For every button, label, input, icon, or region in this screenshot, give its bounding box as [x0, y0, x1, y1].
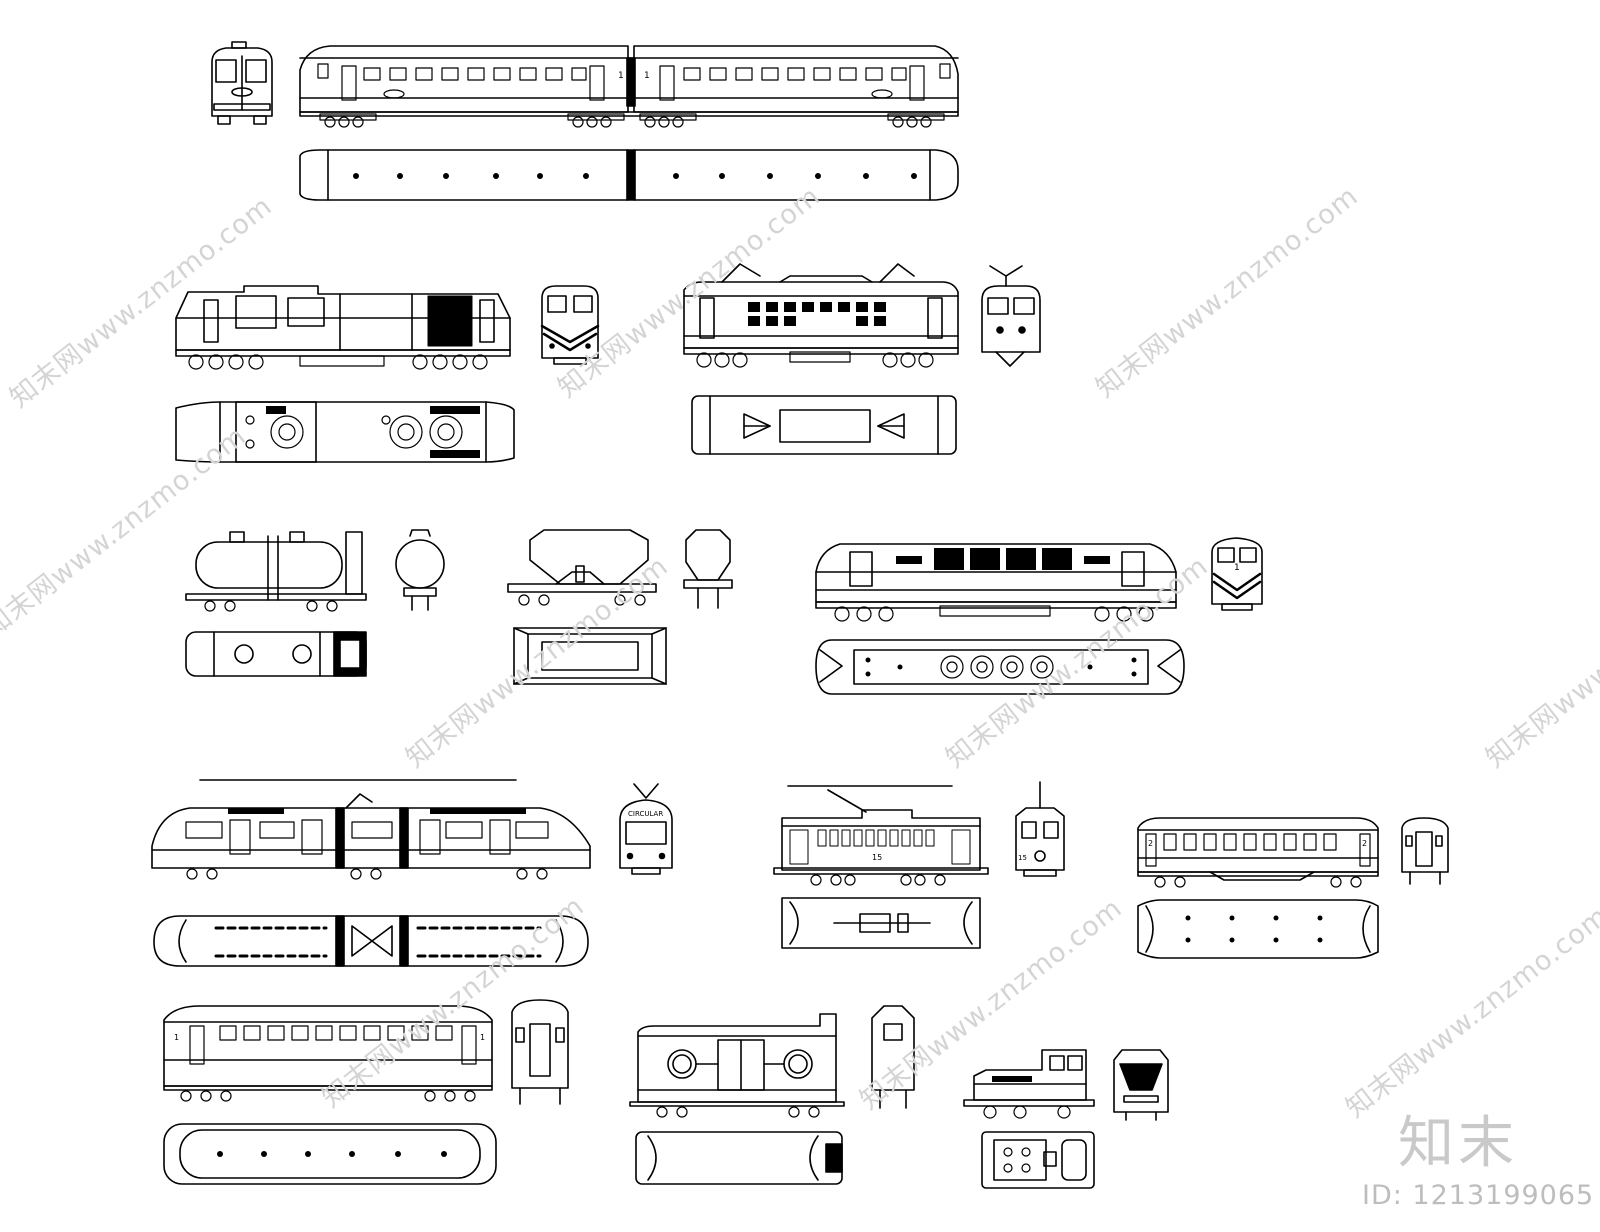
image-id-label: ID: 1213199065 — [1362, 1180, 1595, 1211]
coach-1-number-left: 1 — [174, 1033, 179, 1042]
emu-side-view: 1 1 — [299, 45, 959, 128]
passenger-coach-2-top-view — [1137, 899, 1379, 959]
streetcar-front-view: 15 — [1015, 781, 1065, 877]
electric-loco-top-view — [691, 395, 957, 455]
tank-wagon-side-view — [185, 531, 367, 612]
large-diesel-loco-side-view — [815, 543, 1177, 622]
coach-2-number-left: 2 — [1148, 839, 1153, 848]
streetcar-front-number: 15 — [1018, 854, 1027, 862]
tank-wagon-end-view — [395, 529, 445, 611]
large-diesel-loco-top-view — [815, 639, 1185, 695]
emu-car-number-1: 1 — [618, 71, 624, 81]
modern-tram-side-view — [151, 779, 591, 880]
baggage-van-top-view — [635, 1131, 843, 1185]
shunter-loco-side-view — [963, 1049, 1095, 1119]
shunter-loco-end-view — [1113, 1049, 1169, 1121]
modern-tram-top-view — [153, 915, 589, 967]
diesel-front-number: 1 — [1234, 563, 1240, 573]
emu-front-view — [211, 41, 273, 125]
diesel-loco-front-view — [540, 285, 600, 365]
streetcar-top-view — [781, 897, 981, 949]
streetcar-number: 15 — [872, 853, 882, 862]
electric-loco-side-view — [683, 263, 959, 368]
large-diesel-loco-front-view: 1 — [1211, 537, 1263, 611]
tank-wagon-top-view — [185, 631, 367, 677]
tram-route-sign: CIRCULAR — [628, 810, 663, 818]
hopper-wagon-top-view — [513, 627, 667, 685]
hopper-wagon-side-view — [507, 529, 657, 606]
passenger-coach-1-end-view — [511, 999, 569, 1105]
emu-car-number-2: 1 — [644, 71, 650, 81]
coach-1-number-right: 1 — [480, 1033, 485, 1042]
streetcar-side-view: 15 — [773, 785, 989, 886]
shunter-loco-top-view — [981, 1131, 1095, 1189]
emu-bogies — [319, 113, 945, 128]
baggage-van-side-view — [629, 1013, 845, 1118]
baggage-van-end-view — [871, 1005, 915, 1109]
coach-2-number-right: 2 — [1362, 839, 1367, 848]
modern-tram-front-view: CIRCULAR — [619, 783, 673, 875]
hopper-wagon-end-view — [683, 529, 733, 609]
passenger-coach-1-top-view — [163, 1123, 497, 1185]
emu-top-view — [299, 149, 959, 201]
passenger-coach-2-side-view: 2 2 — [1137, 817, 1379, 888]
diesel-loco-top-view — [175, 401, 515, 463]
diesel-loco-side-view — [175, 285, 511, 370]
passenger-coach-1-side-view: 1 1 — [163, 1005, 493, 1102]
electric-loco-front-view — [981, 265, 1041, 367]
brand-logo: 知末 — [1398, 1111, 1518, 1176]
passenger-coach-2-end-view — [1401, 817, 1449, 885]
